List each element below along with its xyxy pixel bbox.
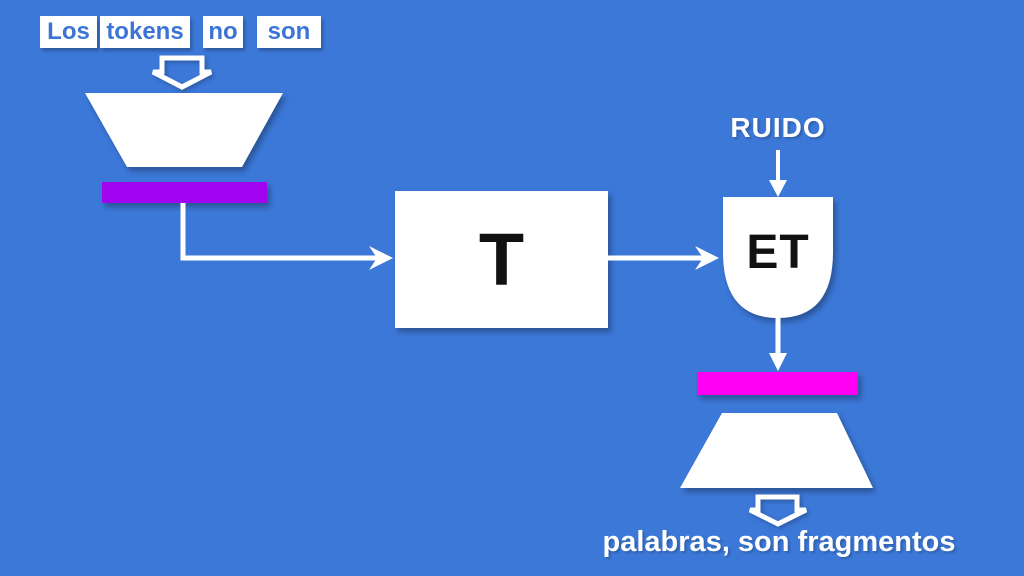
arrowhead-into-transformer-icon [369,246,393,270]
output-caption: palabras, son fragmentos [602,525,956,558]
token-box-no: no [203,16,243,48]
block-arrow-down-icon [151,55,213,90]
detokenizer-funnel-shape [680,413,873,488]
decoder-block-shape [723,197,833,318]
transformer-box-shape [395,191,608,328]
token-box-tokens: tokens [100,16,190,48]
input-embedding-bar [102,182,267,203]
token-box-los: Los [40,16,97,48]
output-embedding-bar [697,372,858,395]
token-box-son: son [257,16,321,48]
arrowhead-into-decoder-icon [695,246,719,270]
tokenizer-funnel-shape [85,93,283,167]
noise-label: RUIDO [730,112,826,143]
noise-arrowhead-icon [769,180,787,197]
connector-bar-to-transformer [180,203,378,261]
arrowhead-into-bar-icon [769,353,787,371]
block-arrow-down-output-icon [748,494,808,527]
